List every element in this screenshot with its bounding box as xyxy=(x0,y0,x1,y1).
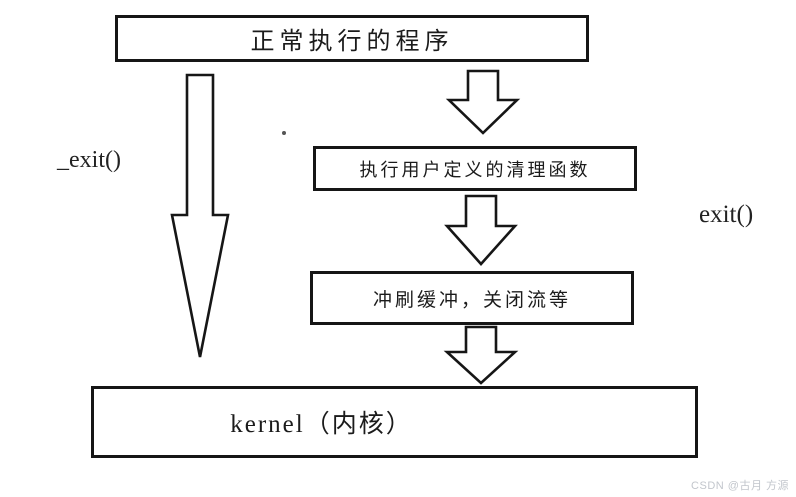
stray-dot xyxy=(282,131,286,135)
node-flush-buffers-label: 冲刷缓冲，关闭流等 xyxy=(372,289,571,311)
big-down-arrow-icon xyxy=(170,73,230,358)
node-flush-buffers: 冲刷缓冲，关闭流等 xyxy=(310,271,634,325)
watermark: CSDN @古月 方源 xyxy=(691,480,789,492)
node-kernel-label: kernel（内核） xyxy=(230,411,413,438)
down-arrow-icon xyxy=(443,325,519,385)
node-normal-program-label: 正常执行的程序 xyxy=(250,29,454,55)
down-arrow-icon xyxy=(445,69,521,135)
label-exit: exit() xyxy=(699,201,754,228)
down-arrow-icon xyxy=(444,194,518,266)
node-cleanup-functions: 执行用户定义的清理函数 xyxy=(313,146,637,191)
node-cleanup-functions-label: 执行用户定义的清理函数 xyxy=(359,159,591,180)
label-underscore-exit: _exit() xyxy=(57,147,121,173)
node-kernel: kernel（内核） xyxy=(91,386,698,458)
node-normal-program: 正常执行的程序 xyxy=(115,15,589,62)
